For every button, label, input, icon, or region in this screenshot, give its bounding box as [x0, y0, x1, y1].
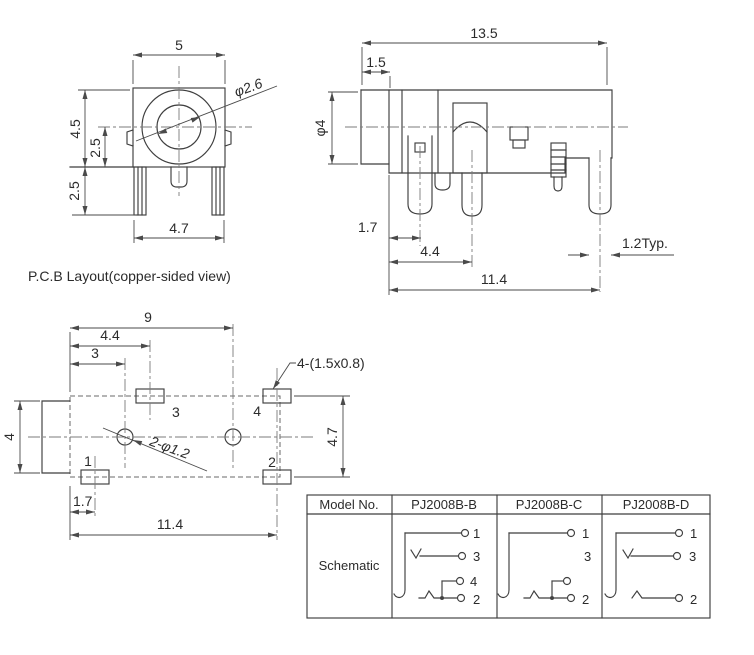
pcb-dim-44: 4.4 — [100, 327, 120, 343]
side-view-outline — [345, 89, 628, 292]
schematic-b-pin1: 1 — [473, 526, 480, 541]
pcb-dim-3: 3 — [91, 345, 99, 361]
side-view-dimensions: 13.5 1.5 φ4 1.7 4.4 11.4 1.2Typ. — [312, 25, 674, 295]
side-dim-pin-pitch: 4.4 — [420, 243, 440, 259]
pcb-dim-9: 9 — [144, 309, 152, 325]
front-view: 5 4.5 2.5 2.5 4.7 φ2.6 — [66, 37, 278, 243]
schematic-d-pin2: 2 — [690, 592, 697, 607]
table-row-label-schematic: Schematic — [319, 558, 380, 573]
schematic-b-pin4: 4 — [470, 574, 477, 589]
table-header-model-no: Model No. — [319, 497, 378, 512]
schematic-d-pin1: 1 — [690, 526, 697, 541]
schematic-table: Model No. PJ2008B-B PJ2008B-C PJ2008B-D … — [306, 494, 711, 619]
side-dim-total-width: 13.5 — [470, 25, 497, 41]
side-dim-lip: 1.5 — [366, 54, 386, 70]
front-view-outline — [98, 66, 252, 216]
schematic-d-pin3: 3 — [689, 549, 696, 564]
schematic-c-pin3: 3 — [584, 549, 591, 564]
schematic-pj2008b-b: 1 3 4 2 — [393, 526, 480, 607]
side-dim-pin-span: 11.4 — [481, 271, 507, 287]
schematic-b-pin3: 3 — [473, 549, 480, 564]
front-dim-width-bottom: 4.7 — [169, 220, 189, 236]
table-header-pj2008b-c: PJ2008B-C — [516, 497, 582, 512]
schematic-pj2008b-c: 1 3 2 — [497, 526, 591, 607]
schematic-pj2008b-d: 1 3 2 — [604, 526, 697, 607]
pcb-layout-caption: P.C.B Layout(copper-sided view) — [28, 268, 231, 284]
side-dim-barrel-dia: φ4 — [312, 119, 328, 136]
front-dim-legs: 2.5 — [66, 181, 82, 201]
table-header-pj2008b-d: PJ2008B-D — [623, 497, 689, 512]
schematic-c-pin1: 1 — [582, 526, 589, 541]
front-view-dimensions: 5 4.5 2.5 2.5 4.7 φ2.6 — [66, 37, 278, 243]
pcb-layout-view: 9 4.4 3 4 4.7 1.7 11.4 2-φ1.2 4-(1.5x0. — [1, 309, 365, 540]
pcb-dim-114: 11.4 — [157, 516, 183, 532]
front-dim-height-center: 2.5 — [87, 138, 103, 158]
pcb-dim-17: 1.7 — [73, 493, 93, 509]
front-dim-width-top: 5 — [175, 37, 183, 53]
pcb-dim-4: 4 — [1, 433, 17, 441]
schematic-c-pin2: 2 — [582, 592, 589, 607]
pcb-dim-47: 4.7 — [324, 427, 340, 447]
pad1-label: 1 — [84, 453, 92, 469]
side-view: 13.5 1.5 φ4 1.7 4.4 11.4 1.2Typ. — [312, 25, 674, 295]
pcb-pad-numbers: 1 2 3 4 — [84, 403, 276, 470]
side-dim-pin1-offset: 1.7 — [358, 219, 378, 235]
pcb-dimensions: 9 4.4 3 4 4.7 1.7 11.4 2-φ1.2 4-(1.5x0. — [1, 309, 365, 540]
pad2-label: 2 — [268, 454, 276, 470]
table-header-pj2008b-b: PJ2008B-B — [411, 497, 477, 512]
schematic-b-pin2: 2 — [473, 592, 480, 607]
side-dim-pin-width: 1.2Typ. — [622, 235, 668, 251]
pcb-outline — [28, 324, 316, 540]
pad4-label: 4 — [253, 403, 261, 419]
front-dim-height-total: 4.5 — [67, 119, 83, 139]
pad3-label: 3 — [172, 404, 180, 420]
table-grid — [306, 494, 711, 619]
pcb-pads-label: 4-(1.5x0.8) — [297, 355, 365, 371]
front-dim-hole-dia: φ2.6 — [232, 75, 265, 100]
